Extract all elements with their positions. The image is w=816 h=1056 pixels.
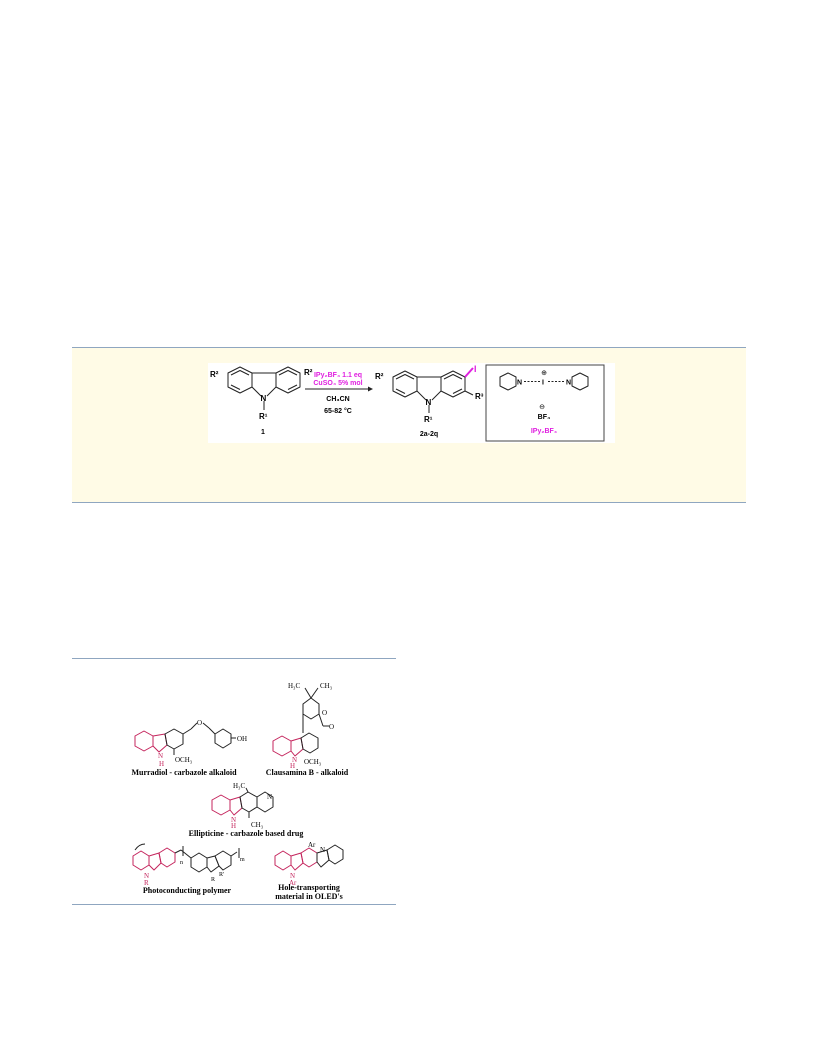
reactant-carbazole: R² R² N R¹ 1: [210, 366, 313, 436]
solvent-label: CH₃CN: [326, 396, 349, 403]
ellipticine-n: N: [231, 816, 236, 824]
ellipticine-n-ring: N: [267, 793, 272, 801]
murradiol-oh: OH: [237, 735, 247, 743]
polymer-sub-m: m: [240, 857, 245, 863]
reagent-name: IPy₂BF₄: [531, 428, 557, 435]
pyridine-left: [499, 372, 517, 391]
clausamina-structure: H₃C CH₃ O O N H OCH₃ Clausamina B - alka…: [266, 682, 349, 777]
r1-label: R¹: [259, 412, 268, 421]
clausamina-n: N: [292, 756, 297, 764]
reagent-frame: [485, 364, 605, 442]
ellipticine-h3c: H₃C: [233, 782, 245, 790]
polymer-bracket: [134, 843, 146, 851]
murradiol-nh: H: [159, 760, 164, 768]
hole-transport-caption-1: Hole-transporting: [278, 883, 340, 892]
hole-transport-structure: Ar N N Ar Hole-transporting material in …: [274, 841, 344, 900]
iodine-bond: [464, 367, 474, 378]
murradiol-och3: OCH₃: [175, 756, 193, 764]
reactant-number: 1: [261, 429, 265, 436]
hole-transport-n-bottom: N: [290, 872, 295, 880]
polymer-r-prime: R': [219, 872, 224, 878]
murradiol-o: O: [197, 719, 202, 727]
clausamina-h3c: H₃C: [288, 682, 300, 690]
hole-transport-ar-bottom: Ar: [289, 879, 297, 887]
product-r3-label: R³: [475, 392, 484, 401]
catalyst-label: CuSO₄ 5% mol: [313, 380, 362, 387]
left-aromatic-bond: [230, 370, 250, 376]
ellipticine-nh: H: [231, 822, 236, 830]
temperature-label: 65-82 °C: [324, 407, 352, 415]
product-r2-label: R²: [375, 372, 384, 381]
polymer-sub-n: n: [180, 860, 183, 866]
reaction-scheme-svg: R² R² N R¹ 1 IPy₂BF₄ 1.1 eq CuSO₄ 5% mol…: [210, 364, 605, 442]
clausamina-nh: H: [290, 762, 295, 770]
pyridine-n-left: N: [517, 380, 522, 387]
clausamina-ch3: CH₃: [320, 682, 333, 690]
figure-bottom-rule: [72, 904, 396, 905]
pyridine-n-right: N: [566, 380, 571, 387]
murradiol-n: N: [158, 752, 163, 760]
clausamina-o-keto: O: [329, 723, 334, 731]
clausamina-och3: OCH₃: [304, 758, 322, 766]
polymer-r-left: R: [211, 877, 215, 883]
reaction-scheme: R² R² N R¹ 1 IPy₂BF₄ 1.1 eq CuSO₄ 5% mol…: [208, 363, 615, 443]
hole-transport-ar-top: Ar: [308, 841, 316, 849]
polymer-r: R: [144, 879, 149, 887]
hole-transport-caption-2: material in OLED's: [275, 892, 343, 900]
r2-left-label: R²: [210, 370, 219, 379]
iodine-label: I: [474, 364, 477, 374]
reaction-conditions: IPy₂BF₄ 1.1 eq CuSO₄ 5% mol CH₃CN 65-82 …: [305, 372, 373, 415]
murradiol-structure: O OH N H OCH₃ Murradiol - carbazole alka…: [131, 719, 247, 777]
ellipticine-caption: Ellipticine - carbazole based drug: [189, 829, 304, 838]
ellipticine-structure: H₃C N N H CH₃ Ellipticine - carbazole ba…: [189, 782, 304, 838]
clausamina-o-ring: O: [322, 709, 327, 717]
right-aromatic-bond: [278, 370, 298, 376]
n-bond-right: [266, 386, 277, 397]
hole-transport-n-top: N: [320, 846, 325, 854]
product-nitrogen-label: N: [426, 398, 432, 407]
compounds-svg: O OH N H OCH₃ Murradiol - carbazole alka…: [131, 682, 349, 900]
polymer-structure: N R n R R' m Photoconducting polymer: [132, 843, 245, 895]
ellipticine-ch3: CH₃: [251, 821, 264, 829]
carbazole-compounds-figure: O OH N H OCH₃ Murradiol - carbazole alka…: [115, 678, 375, 900]
figure-top-rule: [72, 658, 396, 659]
product-range: 2a-2q: [420, 431, 438, 438]
product-carbazole: R² I R³ N R¹ 2a-2q: [375, 364, 484, 438]
murradiol-caption: Murradiol - carbazole alkaloid: [131, 768, 237, 777]
r2-right-label: R²: [304, 368, 313, 377]
clausamina-caption: Clausamina B - alkaloid: [266, 768, 349, 777]
product-r1-label: R¹: [424, 415, 433, 424]
minus-charge: ⊖: [539, 404, 545, 411]
polymer-n: N: [144, 872, 149, 880]
plus-charge: ⊕: [541, 370, 547, 377]
reagent-box: N I N ⊕ ⊖ BF₄ IPy₂BF₄: [485, 364, 605, 442]
n-bond-left: [251, 386, 262, 397]
reagent-label: IPy₂BF₄ 1.1 eq: [314, 372, 362, 379]
iodonium-label: I: [542, 380, 544, 387]
arrow-head: [368, 386, 373, 392]
nitrogen-label: N: [261, 394, 267, 403]
pyridine-right: [571, 372, 589, 391]
polymer-caption: Photoconducting polymer: [143, 886, 232, 895]
counterion-label: BF₄: [538, 414, 551, 421]
